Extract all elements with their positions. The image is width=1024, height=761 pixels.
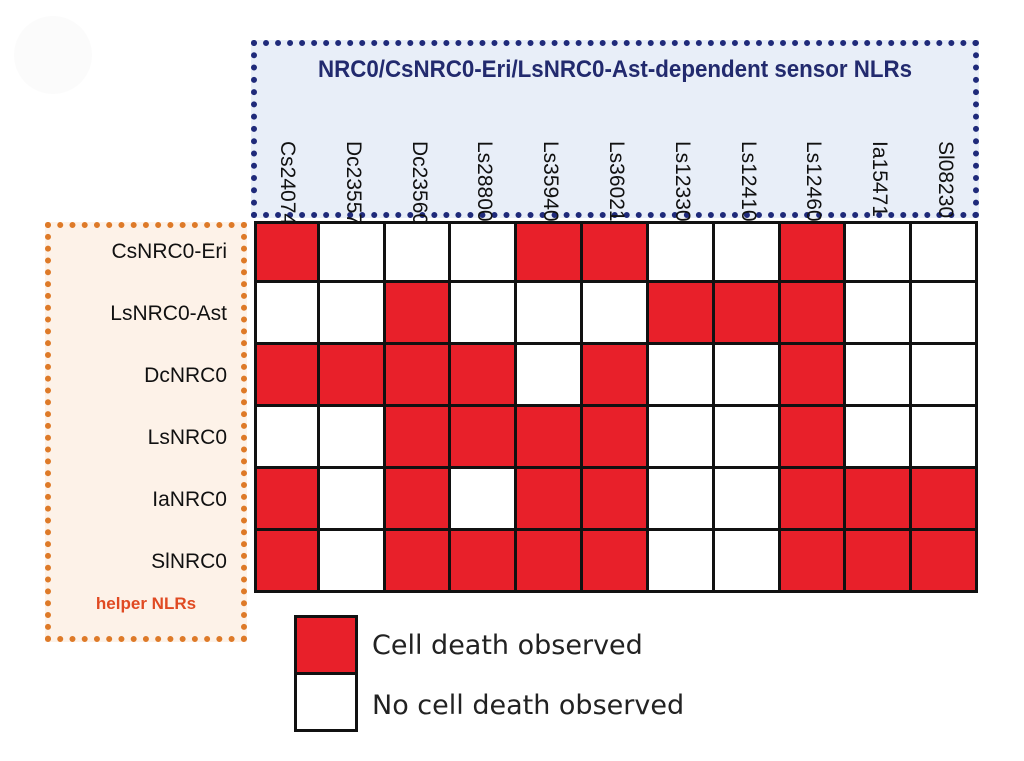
row-label: LsNRC0-Ast [110, 302, 227, 325]
heatmap-cell [514, 342, 584, 407]
heatmap-cell [909, 466, 978, 531]
heatmap-cell [316, 342, 386, 407]
heatmap-cell [909, 342, 978, 407]
row-label: IaNRC0 [152, 488, 227, 511]
heatmap-cell [382, 528, 452, 593]
row-label: DcNRC0 [144, 364, 227, 387]
column-label: Ls28800 [473, 141, 497, 222]
heatmap-cell [777, 280, 847, 345]
heatmap-cell [711, 466, 781, 531]
heatmap-cell [580, 466, 649, 531]
heatmap-cell [909, 528, 978, 593]
heatmap-cell [711, 528, 781, 593]
heatmap-cell [645, 342, 715, 407]
column-label: Dc23557 [341, 141, 365, 226]
heatmap-cell [254, 528, 320, 593]
heatmap-cell [843, 528, 913, 593]
heatmap-cell [777, 528, 847, 593]
helper-group-label: helper NLRs [95, 594, 197, 613]
heatmap-cell [316, 280, 386, 345]
column-label: Ls35940 [539, 141, 563, 222]
heatmap-cell [843, 280, 913, 345]
heatmap-cell [711, 280, 781, 345]
faint-logo-mark [14, 16, 92, 94]
heatmap-cell [580, 528, 649, 593]
heatmap-cell [316, 466, 386, 531]
heatmap-cell [448, 280, 518, 345]
heatmap-cell [580, 221, 649, 283]
heatmap-cell [777, 221, 847, 283]
column-label: Ia15471 [868, 141, 892, 217]
heatmap-cell [843, 404, 913, 469]
heatmap-cell [514, 466, 584, 531]
heatmap-cell [316, 528, 386, 593]
heatmap-cell [382, 280, 452, 345]
heatmap-cell [514, 221, 584, 283]
heatmap-cell [711, 404, 781, 469]
heatmap-cell [645, 404, 715, 469]
heatmap-cell [777, 404, 847, 469]
heatmap-cell [382, 466, 452, 531]
heatmap-cell [645, 466, 715, 531]
heatmap-cell [448, 342, 518, 407]
heatmap-cell [448, 466, 518, 531]
column-label: Ls123301 [670, 141, 694, 234]
heatmap-cell [254, 404, 320, 469]
heatmap-cell [580, 280, 649, 345]
column-label: Sl08230 [934, 141, 958, 219]
column-label: Ls124100 [736, 141, 760, 234]
heatmap-cell [514, 280, 584, 345]
row-label: SlNRC0 [151, 550, 227, 573]
heatmap-cell [316, 221, 386, 283]
legend-swatch-no-death [294, 672, 358, 732]
heatmap-cell [448, 404, 518, 469]
column-label: Cs24074 [275, 141, 299, 226]
heatmap-cell [254, 342, 320, 407]
legend-label-death: Cell death observed [372, 630, 643, 661]
heatmap-cell [580, 342, 649, 407]
heatmap-grid [254, 221, 978, 593]
column-label: Ls36021 [605, 141, 628, 222]
sensor-nlr-panel: NRC0/CsNRC0-Eri/LsNRC0-Ast-dependent sen… [251, 40, 979, 234]
heatmap-cell [909, 280, 978, 345]
heatmap-cell [645, 528, 715, 593]
column-label: Dc23560 [407, 141, 431, 226]
heatmap-cell [580, 404, 649, 469]
heatmap-cell [645, 280, 715, 345]
heatmap-cell [514, 528, 584, 593]
legend-swatch-death [294, 615, 358, 675]
legend-label-no-death: No cell death observed [372, 690, 685, 721]
heatmap-cell [514, 404, 584, 469]
heatmap-cell [382, 221, 452, 283]
row-label: CsNRC0-Eri [111, 240, 228, 263]
heatmap-cell [843, 221, 913, 283]
heatmap-cell [645, 221, 715, 283]
heatmap-cell [448, 221, 518, 283]
heatmap-cell [711, 342, 781, 407]
heatmap-cell [711, 221, 781, 283]
heatmap-cell [777, 342, 847, 407]
column-label: Ls124601 [802, 141, 826, 234]
heatmap-cell [777, 466, 847, 531]
heatmap-cell [254, 221, 320, 283]
heatmap-cell [382, 342, 452, 407]
chart-title: NRC0/CsNRC0-Eri/LsNRC0-Ast-dependent sen… [317, 56, 913, 83]
heatmap-cell [448, 528, 518, 593]
heatmap-cell [843, 342, 913, 407]
heatmap-cell [843, 466, 913, 531]
heatmap-cell [909, 221, 978, 283]
heatmap-cell [909, 404, 978, 469]
heatmap-cell [382, 404, 452, 469]
row-label: LsNRC0 [147, 426, 227, 449]
heatmap-cell [316, 404, 386, 469]
heatmap-cell [254, 280, 320, 345]
heatmap-cell [254, 466, 320, 531]
